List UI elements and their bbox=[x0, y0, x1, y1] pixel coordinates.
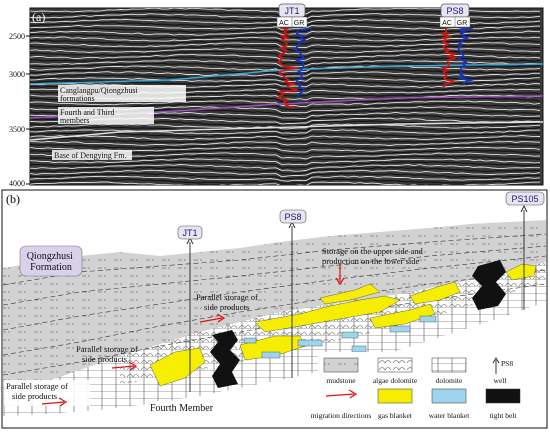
gr-log-curve bbox=[294, 27, 312, 99]
depth-tick: 4000 bbox=[9, 179, 25, 188]
note-text: Storage on the upper side and production… bbox=[322, 246, 425, 266]
well-name: PS105 bbox=[511, 194, 538, 204]
horizon-line bbox=[30, 63, 543, 85]
mudstone-layer-pattern bbox=[3, 220, 546, 392]
well-name: JT1 bbox=[284, 6, 299, 16]
water-blankets bbox=[243, 315, 437, 359]
horizon-labels: Canglangpu/Qiongzhusi formations Fourth … bbox=[52, 85, 186, 160]
legend-item-gas-blanket: gas blanket bbox=[377, 388, 413, 420]
legend-well-sample: PS8 bbox=[501, 359, 513, 368]
legend-label: mudstone bbox=[326, 376, 356, 385]
log-tag-gr: GR bbox=[294, 20, 305, 27]
formation-label-text: Qiongzhusi Formation bbox=[27, 251, 76, 273]
panel-a: (a) 2500 3000 3500 4000 Canglangpu/Qiong… bbox=[9, 3, 544, 188]
horizon-line bbox=[30, 121, 543, 141]
well-ps8-panel-a: PS8 AC GR bbox=[439, 3, 474, 89]
legend-label: gas blanket bbox=[378, 411, 413, 420]
well-name: PS8 bbox=[446, 6, 463, 16]
ac-log-curve bbox=[276, 27, 298, 109]
legend-label: algae dolomite bbox=[373, 376, 418, 385]
legend-item-tight-belt: tight belt bbox=[485, 388, 521, 420]
legend-item-mudstone: mudstone bbox=[323, 357, 359, 385]
legend-label: migration directions bbox=[311, 411, 372, 420]
panel-b: (b) bbox=[1, 189, 548, 429]
well-jt1-panel-a: JT1 AC GR bbox=[276, 3, 312, 109]
legend-item-migration: migration directions bbox=[311, 389, 372, 420]
log-tag-gr: GR bbox=[457, 20, 468, 27]
horizon-label-canglangpu: Canglangpu/Qiongzhusi formations bbox=[60, 86, 140, 103]
log-tag-ac: AC bbox=[442, 20, 452, 27]
panel-a-label: (a) bbox=[32, 10, 45, 24]
horizon-label-dengying: Base of Dengying Fm. bbox=[54, 151, 126, 160]
well-jt1-panel-b: JT1 bbox=[177, 225, 203, 392]
gas-blankets bbox=[149, 263, 537, 387]
depth-tick: 3500 bbox=[9, 125, 25, 134]
panel-b-label: (b) bbox=[6, 192, 20, 206]
ac-log-curve bbox=[439, 27, 458, 89]
formation-label-fourth-member: Fourth Member bbox=[148, 401, 218, 414]
note-parallel-storage-1: Parallel storage of side products bbox=[196, 292, 260, 323]
formation-label-qiongzhusi: Qiongzhusi Formation bbox=[19, 245, 83, 277]
formation-label-text: Fourth Member bbox=[150, 403, 214, 414]
legend-label: dolomite bbox=[436, 376, 463, 385]
depth-tick: 3000 bbox=[9, 70, 25, 79]
well-ps105-panel-b: PS105 bbox=[505, 191, 545, 310]
legend-item-water-blanket: water blanket bbox=[429, 388, 471, 420]
note-storage-upper-lower: Storage on the upper side and production… bbox=[322, 246, 425, 286]
note-text: Parallel storage of side products bbox=[196, 292, 260, 312]
well-ps8-panel-b: PS8 bbox=[279, 209, 307, 378]
legend-item-algae-dolomite: algae dolomite bbox=[373, 357, 418, 385]
legend: mudstone algae dolomite dolomite PS8 wel… bbox=[311, 352, 546, 426]
legend-label: tight belt bbox=[490, 411, 518, 420]
well-name: PS8 bbox=[284, 212, 301, 222]
depth-tick: 2500 bbox=[9, 32, 25, 41]
well-name: JT1 bbox=[182, 228, 197, 238]
note-parallel-storage-3: Parallel storage of side products bbox=[4, 380, 90, 407]
note-text: Parallel storage of side products bbox=[6, 381, 70, 401]
legend-label: well bbox=[494, 376, 507, 385]
log-tag-ac: AC bbox=[279, 20, 289, 27]
note-text: Parallel storage of side products bbox=[76, 344, 140, 364]
tight-belts bbox=[210, 260, 506, 388]
gr-log-curve bbox=[457, 27, 474, 85]
depth-axis: 2500 3000 3500 4000 bbox=[9, 32, 30, 188]
legend-label: water blanket bbox=[429, 411, 471, 420]
note-parallel-storage-2: Parallel storage of side products bbox=[76, 344, 140, 371]
legend-item-well: PS8 well bbox=[492, 357, 513, 385]
legend-item-dolomite: dolomite bbox=[431, 357, 467, 385]
